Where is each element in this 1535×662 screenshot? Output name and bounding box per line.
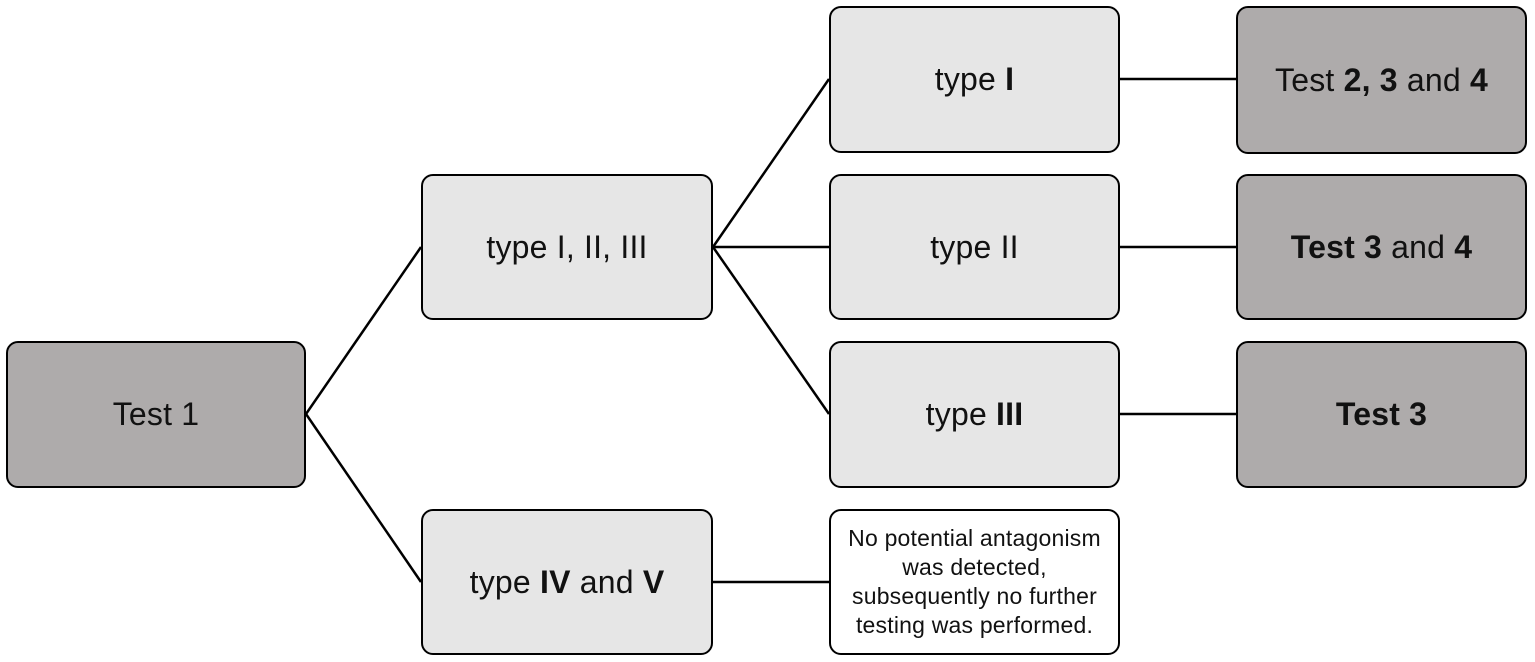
node-label: Test 3: [1336, 396, 1427, 433]
node-label-part: Test: [1275, 61, 1344, 98]
connector-types-i-ii-iii-to-type-i: [711, 78, 831, 248]
node-label-part: type: [925, 396, 997, 432]
node-label: type I: [935, 61, 1014, 98]
node-type-ii: type II: [829, 174, 1120, 320]
node-label-part: 2, 3: [1343, 61, 1398, 98]
node-label-part: type: [930, 228, 1001, 265]
connector-test1-to-types-iv-v: [304, 413, 423, 583]
node-tests-2-3-and-4: Test 2, 3 and 4: [1236, 6, 1527, 154]
node-label-part: No potential antagonism was detected, su…: [848, 525, 1101, 638]
node-label: type II: [930, 229, 1019, 266]
node-label: type IV and V: [470, 564, 665, 601]
node-label: type III: [926, 396, 1024, 433]
node-label-part: type: [469, 563, 540, 600]
node-label-part: Test 3: [1335, 396, 1428, 432]
node-label: Test 2, 3 and 4: [1275, 62, 1488, 99]
node-label-part: Test: [112, 396, 182, 432]
connector-test1-to-types-i-ii-iii: [304, 246, 423, 415]
connector-types-i-ii-iii-to-type-iii: [711, 246, 831, 415]
node-type-i-ii-iii: type I, II, III: [421, 174, 713, 320]
node-label-part: type: [934, 61, 1006, 97]
node-label-part: III: [996, 396, 1024, 432]
node-label-part: and: [1397, 61, 1470, 98]
node-label-part: and: [570, 563, 643, 600]
node-label-part: II: [1000, 228, 1019, 265]
node-label: No potential antagonism was detected, su…: [848, 524, 1101, 640]
node-label-part: I: [1005, 61, 1015, 97]
node-label-part: 4: [1454, 228, 1473, 265]
node-test-3: Test 3: [1236, 341, 1527, 488]
node-label-part: 4: [1469, 61, 1488, 98]
node-label: Test 3 and 4: [1291, 229, 1472, 266]
node-type-iii: type III: [829, 341, 1120, 488]
node-tests-3-and-4: Test 3 and 4: [1236, 174, 1527, 320]
node-test-1: Test 1: [6, 341, 306, 488]
node-label-part: type I, II, III: [486, 228, 648, 265]
node-label: Test 1: [113, 396, 200, 433]
node-type-iv-and-v: type IV and V: [421, 509, 713, 655]
node-label-part: and: [1382, 228, 1455, 265]
node-type-i: type I: [829, 6, 1120, 153]
node-label-part: 1: [181, 396, 200, 432]
node-no-antagonism-note: No potential antagonism was detected, su…: [829, 509, 1120, 655]
node-label: type I, II, III: [486, 229, 647, 266]
node-label-part: Test 3: [1290, 228, 1383, 265]
node-label-part: IV: [540, 563, 571, 600]
node-label-part: V: [642, 563, 665, 600]
